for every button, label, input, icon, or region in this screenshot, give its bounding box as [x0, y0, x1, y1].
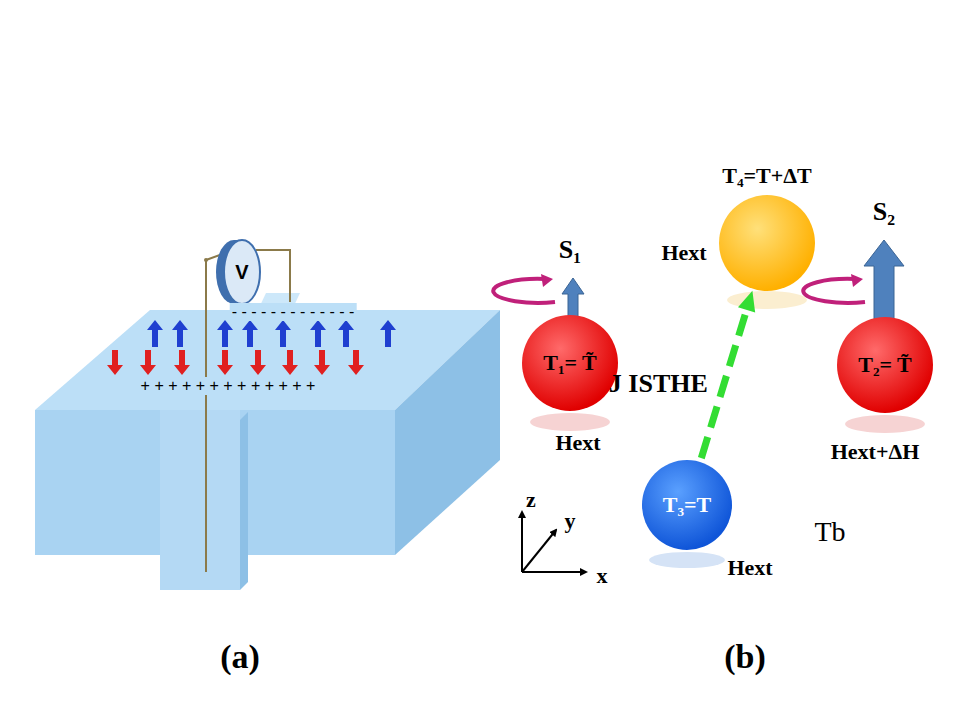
voltmeter-face: [224, 240, 260, 304]
sphere-node: T₃=T: [642, 460, 732, 550]
sphere-node: T₂= T̃: [837, 317, 933, 413]
sphere-node: T₄=T+ΔT: [719, 195, 815, 291]
temperature-label: T₁= T̃: [543, 350, 597, 376]
sphere-fill: [837, 317, 933, 413]
precession-curl: [493, 279, 865, 303]
spin-down-arrows: [107, 350, 364, 375]
spin-vector: [864, 240, 904, 320]
curl-head: [851, 274, 863, 287]
current-arrow: [701, 291, 755, 458]
sphere-fill: [522, 315, 618, 411]
spin-up-arrows: [147, 320, 396, 347]
temperature-label: T₃=T: [663, 492, 711, 518]
hall-tab-side: [240, 412, 248, 590]
panel-label: (a): [220, 638, 260, 676]
axis-label: z: [526, 487, 536, 513]
charge-row: + + + + + + + + + + + + +: [139, 377, 318, 395]
spin-label: S₂: [873, 197, 895, 227]
charge-row: - - - - - - - - - - - - -: [230, 303, 357, 321]
current-label: J ISTHE: [609, 369, 708, 399]
sphere-shape: [719, 195, 815, 291]
sphere-shadow: [845, 415, 925, 433]
hall-tab-front: [160, 410, 240, 590]
axis-label: x: [597, 563, 608, 589]
sphere-fill: [642, 460, 732, 550]
slab-side: [395, 310, 500, 555]
field-label: Hext: [661, 240, 706, 266]
temperature-heading: T₄=T+ΔT: [722, 163, 811, 189]
wire-joint: [204, 258, 208, 262]
axes: [522, 512, 586, 572]
axis-label: y: [565, 508, 576, 534]
current-line: [701, 310, 746, 458]
spin-vector: [562, 278, 584, 320]
sphere-fill: [719, 195, 815, 291]
field-label: Hext: [555, 430, 600, 456]
voltmeter-label: V: [235, 261, 248, 284]
curl-head: [541, 274, 553, 287]
wire: [256, 250, 290, 302]
field-label: Hext+ΔH: [831, 439, 920, 465]
bath-temperature: Tb: [814, 516, 845, 548]
wire: [206, 252, 228, 572]
arrow-head: [738, 291, 755, 313]
field-label: Hext: [727, 555, 772, 581]
temperature-label: T₂= T̃: [858, 352, 912, 378]
sphere-shadow: [530, 413, 610, 431]
sphere-node: T₁= T̃: [522, 315, 618, 411]
spin-label: S₁: [559, 235, 581, 265]
panel-label: (b): [724, 638, 766, 676]
sphere-shadow: [649, 552, 725, 568]
